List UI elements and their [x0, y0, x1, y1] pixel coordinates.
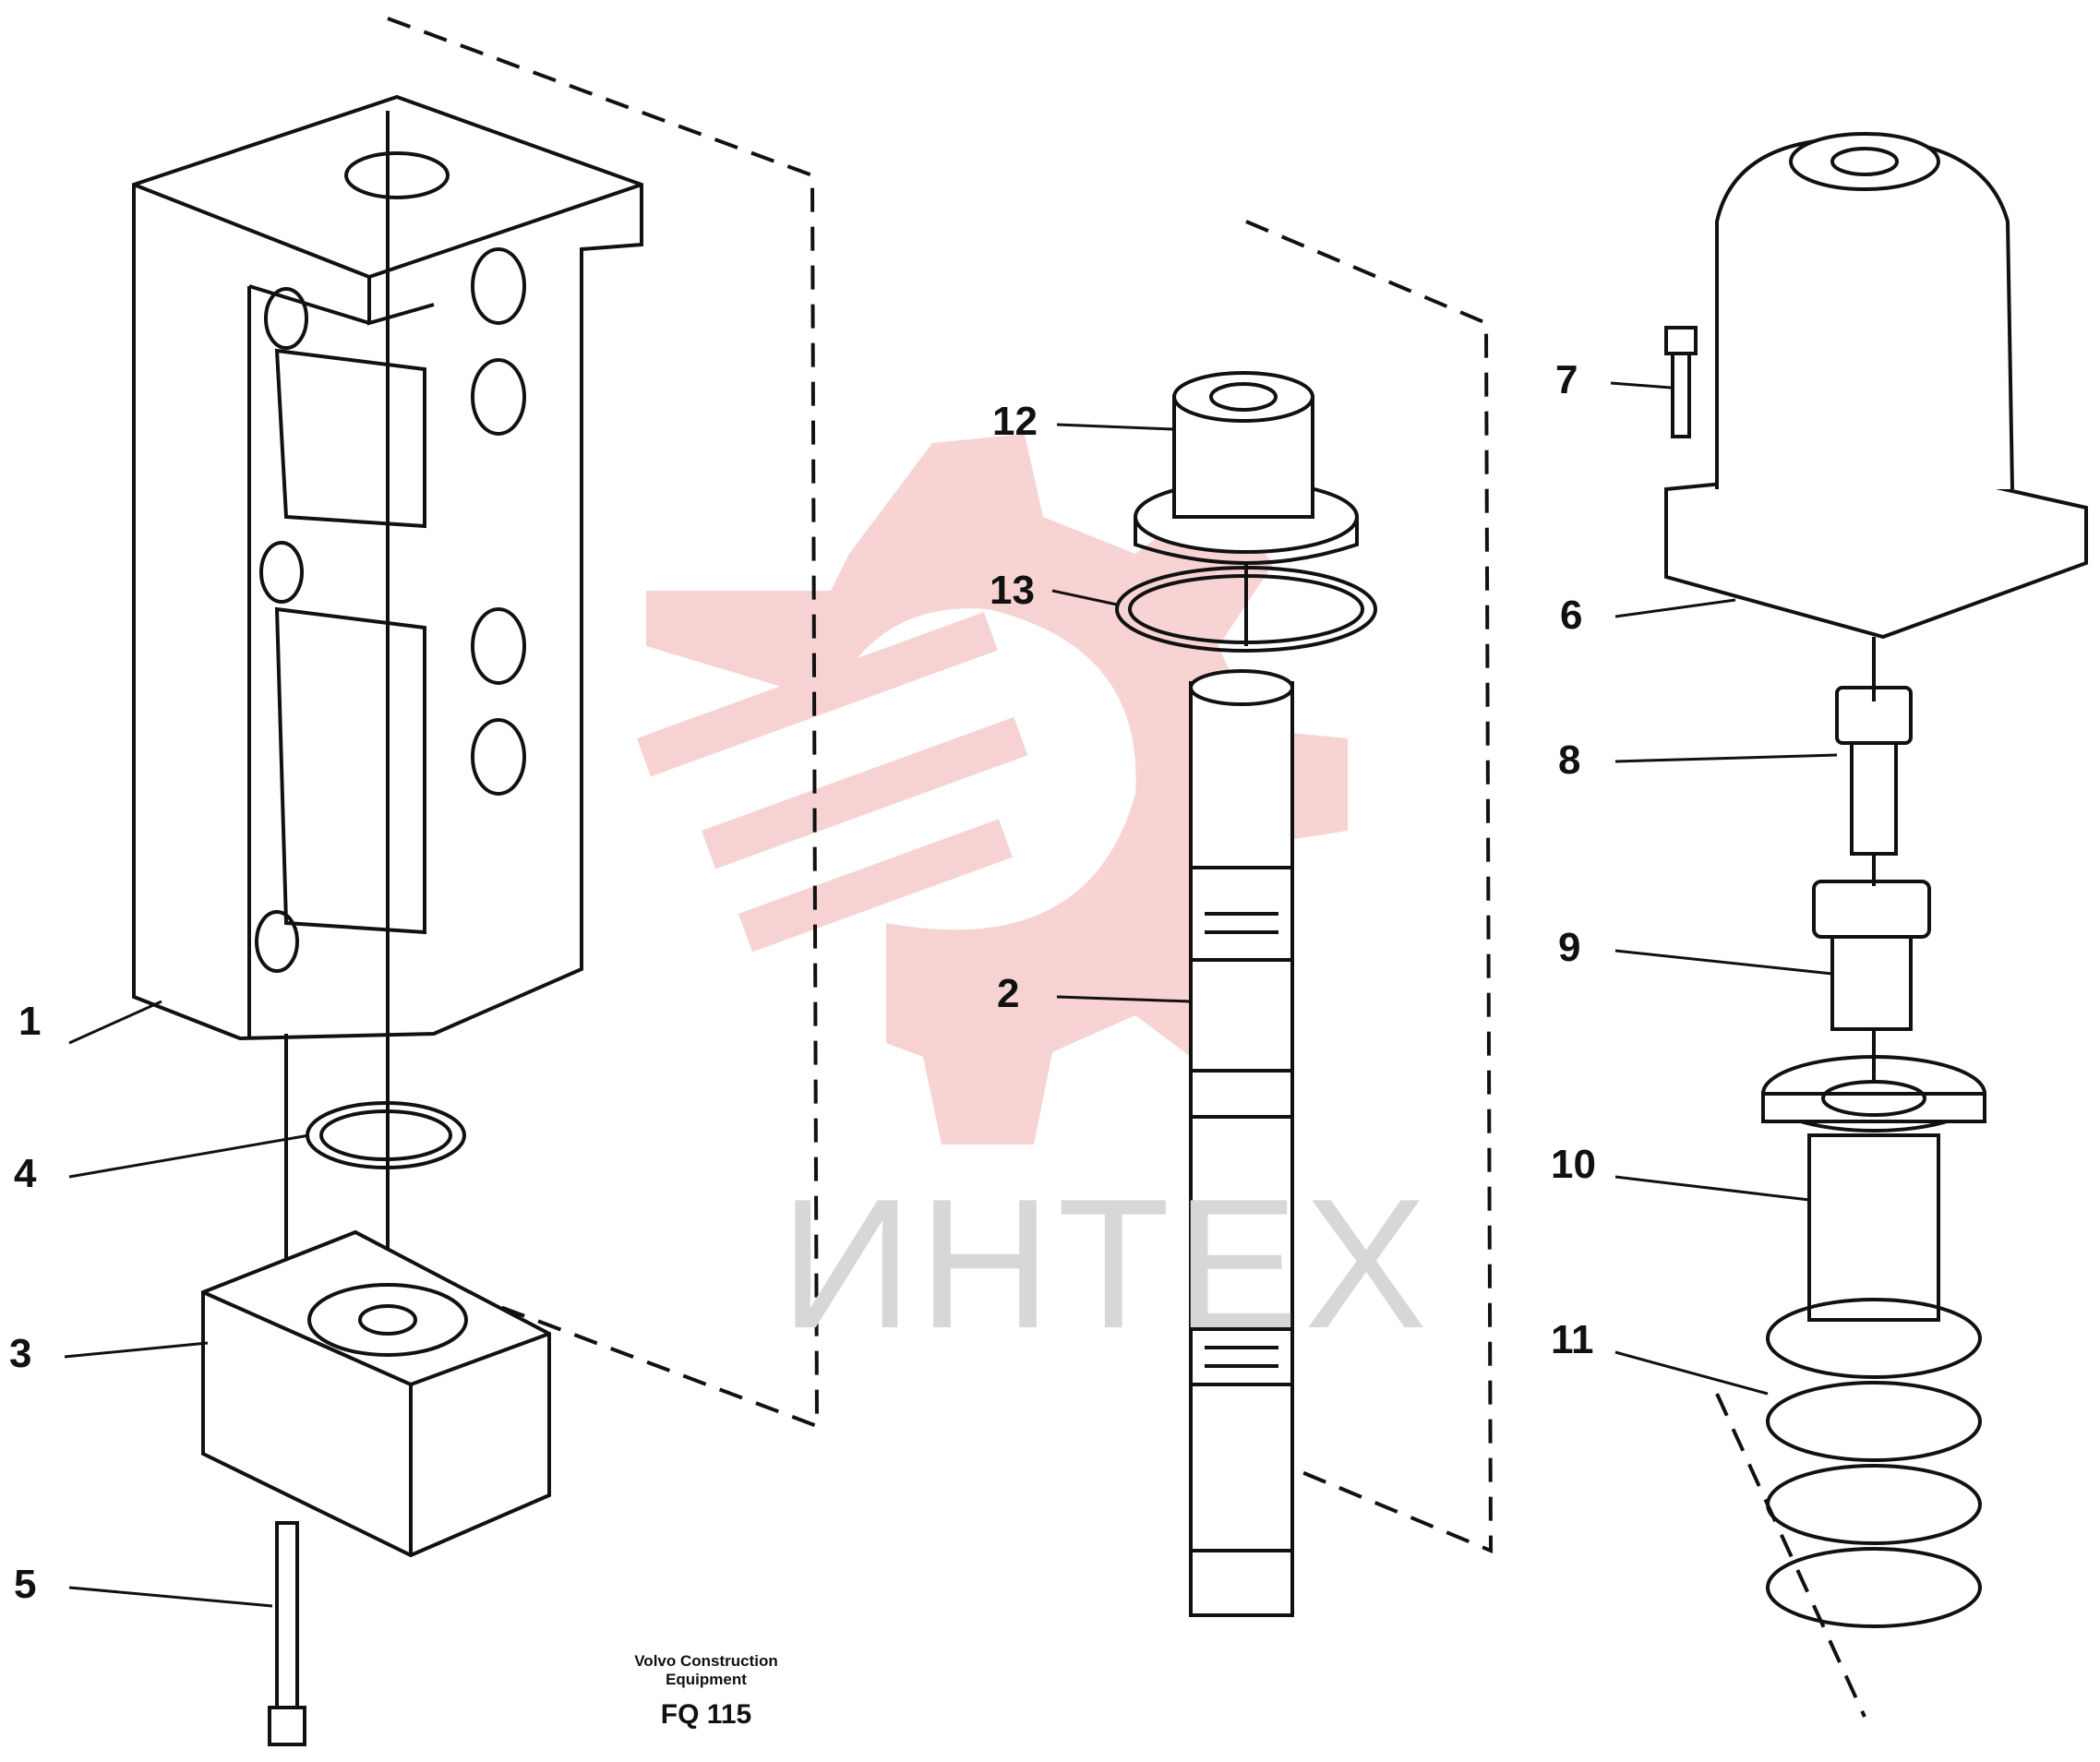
callout-8: 8: [1558, 737, 1581, 783]
part-11-spring: [1766, 1298, 1982, 1628]
part-6-cover: [1664, 132, 2088, 640]
callout-4: 4: [14, 1151, 37, 1196]
watermark-logo: [637, 434, 1348, 1145]
dashed-plane-center: [1245, 220, 1494, 1554]
part-2-spool: [1189, 669, 1294, 1617]
callout-6: 6: [1560, 593, 1583, 638]
figure-code: FQ 115: [660, 1699, 752, 1731]
credit-block: Volvo Construction Equipment FQ 115: [582, 1652, 831, 1731]
part-8-screw: [1835, 686, 1913, 856]
watermark-text: ИНТЕХ: [780, 1161, 1434, 1367]
callout-12: 12: [992, 399, 1038, 444]
part-5-bolt: [268, 1521, 306, 1746]
callout-11: 11: [1551, 1317, 1594, 1362]
callout-5: 5: [14, 1562, 37, 1607]
part-12-sleeve: [1134, 371, 1359, 565]
part-7-screw: [1664, 326, 1698, 438]
callout-3: 3: [9, 1331, 32, 1376]
callout-13: 13: [990, 568, 1035, 613]
callout-2: 2: [997, 971, 1020, 1016]
part-9-bushing: [1812, 880, 1931, 1031]
part-10-spring-seat: [1761, 1055, 1986, 1322]
credit-line-2: Equipment: [666, 1670, 747, 1688]
callout-9: 9: [1558, 925, 1581, 970]
leader-lines: [64, 381, 1838, 1608]
callout-1: 1: [18, 999, 42, 1044]
part-3-end-block: [201, 1229, 551, 1558]
credit-line-1: Volvo Construction: [634, 1652, 778, 1670]
callout-7: 7: [1555, 357, 1578, 402]
callout-10: 10: [1551, 1142, 1596, 1187]
